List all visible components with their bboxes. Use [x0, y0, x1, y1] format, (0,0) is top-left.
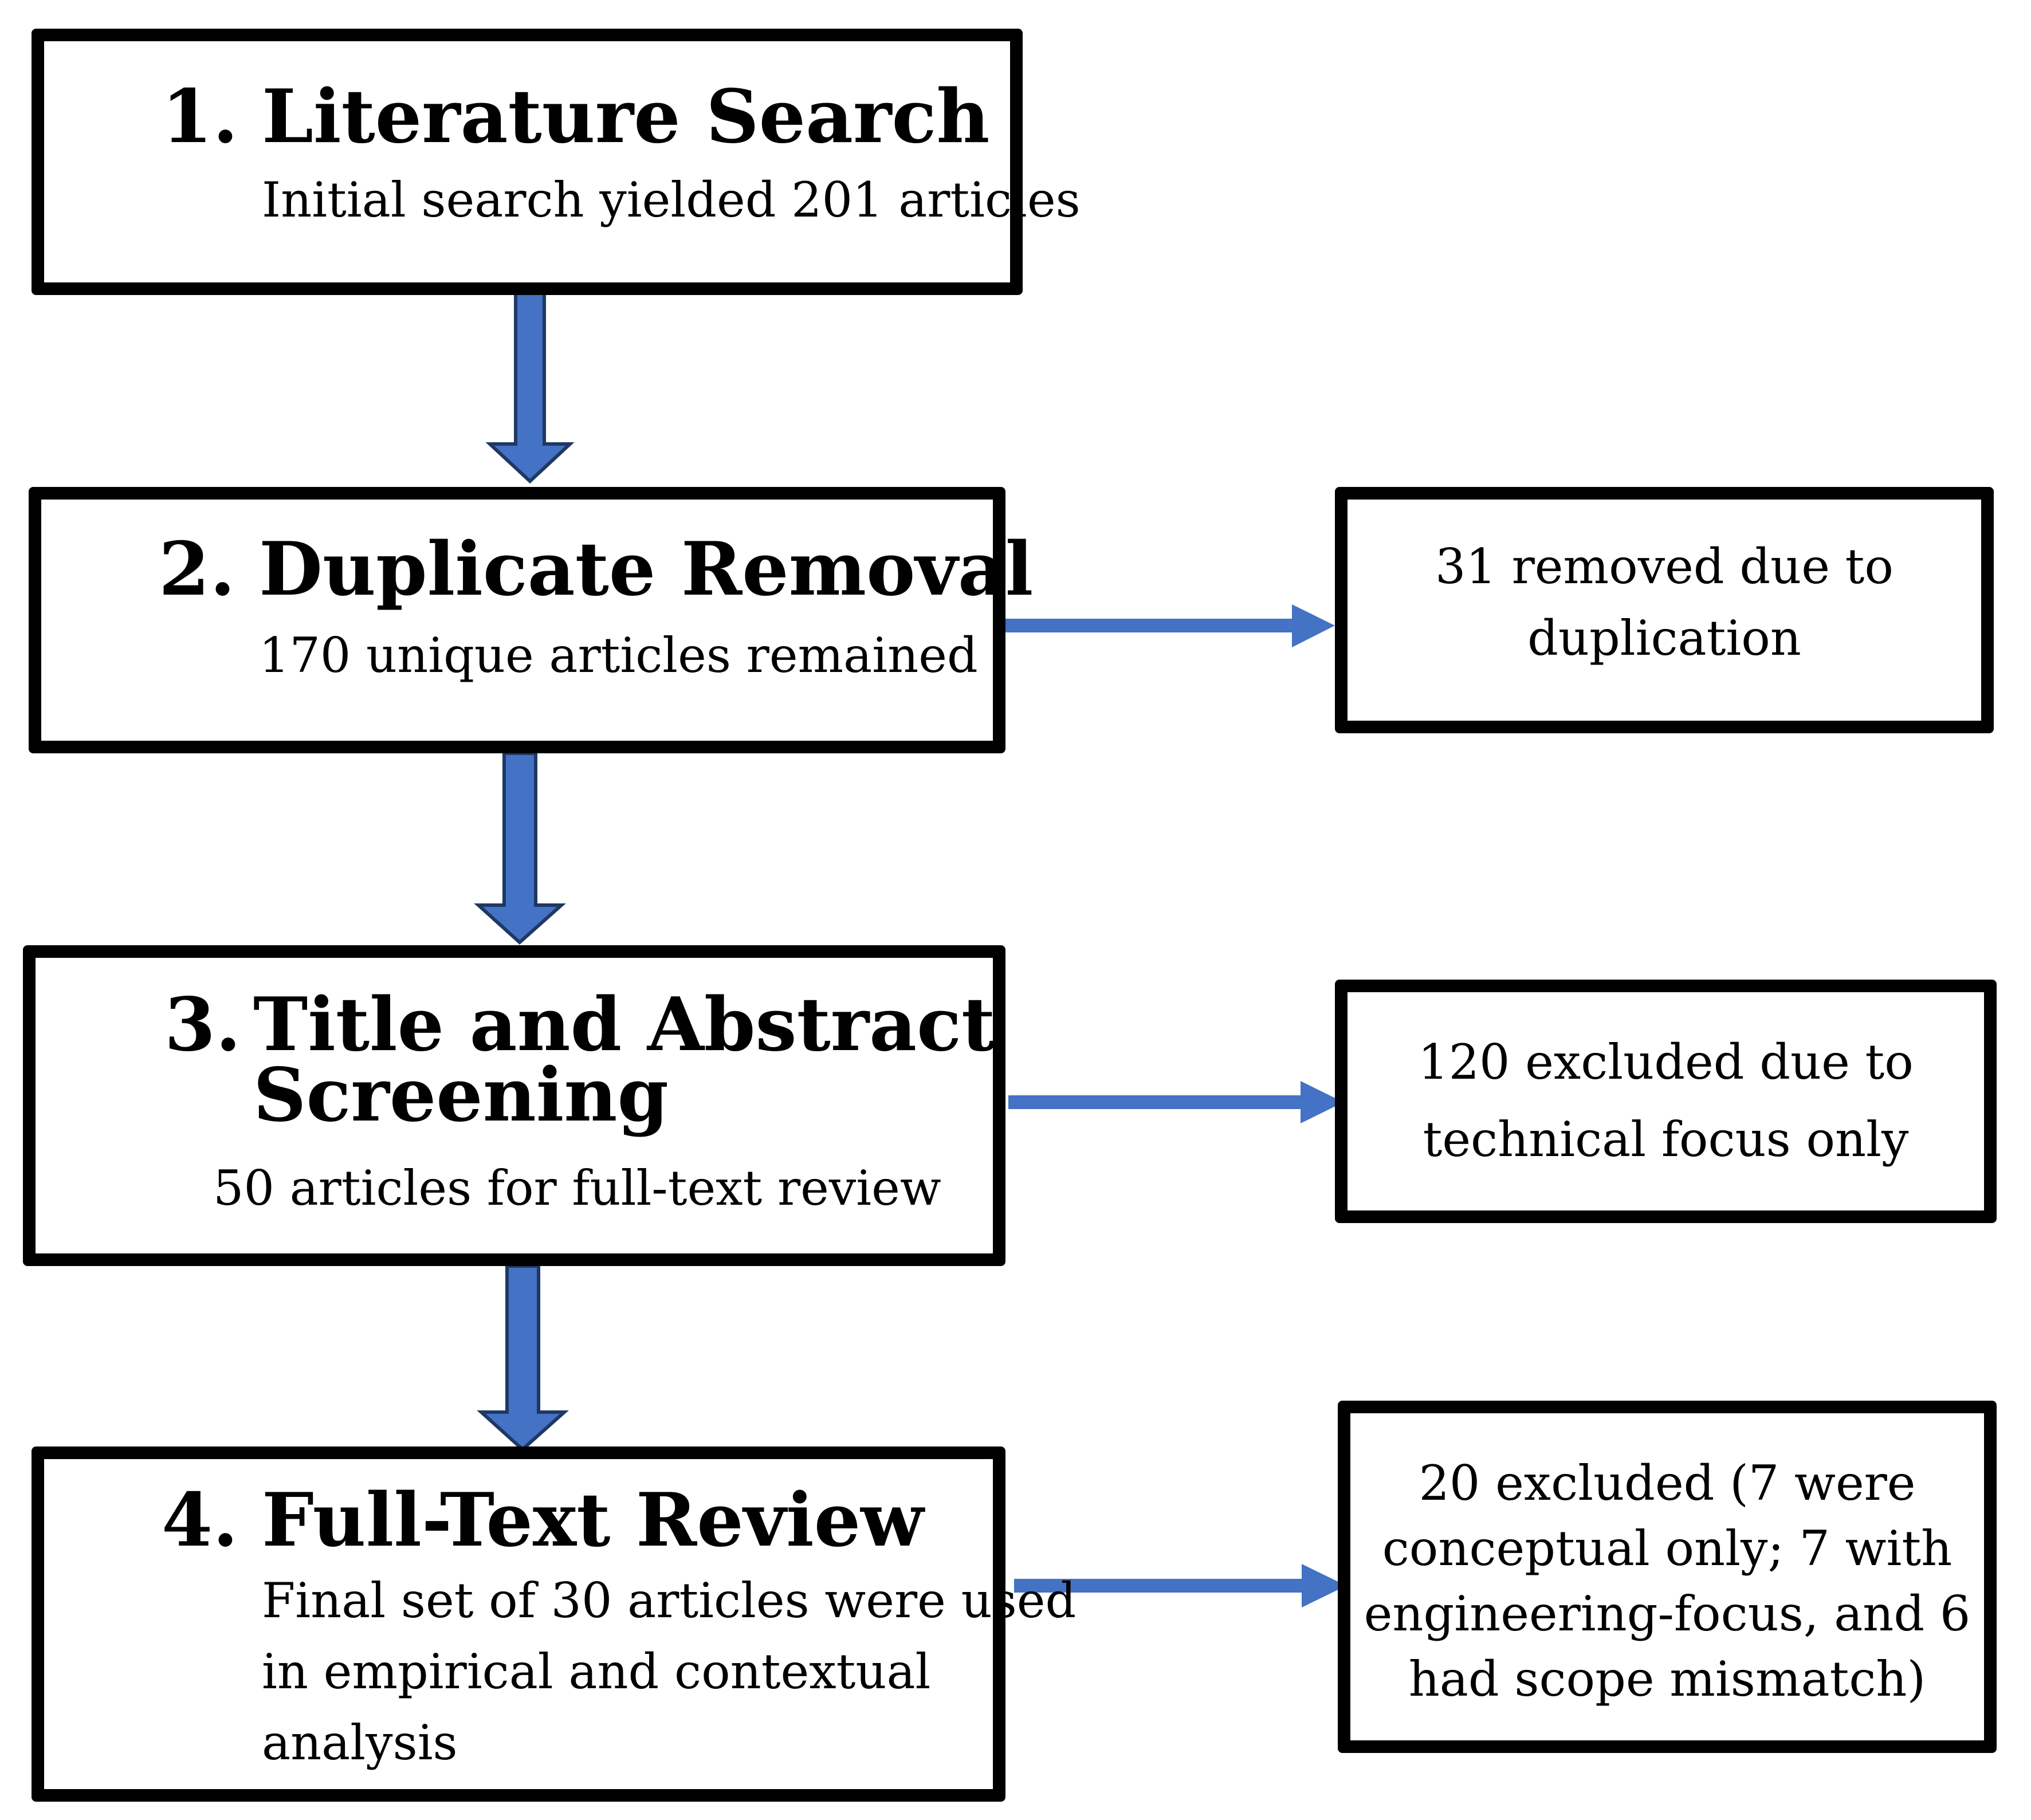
- exclusion-line: had scope mismatch): [1408, 1651, 1926, 1707]
- step-description-line: in empirical and contextual: [262, 1644, 931, 1700]
- step-description: 170 unique articles remained: [259, 627, 978, 683]
- step-title-line2: Screening: [253, 1052, 669, 1138]
- down-arrow-3-4: [477, 1264, 569, 1452]
- right-arrow-2: [1000, 604, 1335, 647]
- exclusion-box-duplicates: 31 removed due to duplication: [1335, 487, 1994, 733]
- step-description-line: Final set of 30 articles were used: [262, 1573, 1077, 1629]
- step-number: 4.: [162, 1477, 238, 1563]
- step-title: Duplicate Removal: [259, 526, 1034, 612]
- exclusion-line: 31 removed due to: [1435, 538, 1893, 595]
- down-arrow-2-3: [474, 752, 566, 945]
- step-description: 50 articles for full-text review: [213, 1160, 941, 1216]
- right-arrow-4: [1014, 1564, 1346, 1607]
- step-number: 1.: [162, 74, 238, 160]
- exclusion-box-full-text: 20 excluded (7 were conceptual only; 7 w…: [1338, 1401, 1997, 1753]
- step-number: 2.: [159, 526, 235, 612]
- exclusion-line: duplication: [1527, 610, 1801, 666]
- step-title: Full-Text Review: [262, 1477, 924, 1563]
- exclusion-box-technical-focus: 120 excluded due to technical focus only: [1335, 980, 1997, 1223]
- exclusion-line: engineering-focus, and 6: [1364, 1586, 1971, 1642]
- right-arrow-3: [1008, 1081, 1343, 1123]
- exclusion-line: technical focus only: [1423, 1111, 1909, 1168]
- step-box-title-abstract-screening: 3. Title and Abstract Screening 50 artic…: [23, 945, 1005, 1266]
- step-box-literature-search: 1. Literature Search Initial search yiel…: [32, 29, 1081, 295]
- step-box-full-text-review: 4. Full-Text Review Final set of 30 arti…: [32, 1446, 1076, 1802]
- step-box-duplicate-removal: 2. Duplicate Removal 170 unique articles…: [29, 487, 1033, 753]
- exclusion-line: 120 excluded due to: [1418, 1034, 1914, 1090]
- step-title: Literature Search: [262, 74, 990, 160]
- step-description: Initial search yielded 201 articles: [262, 172, 1081, 228]
- step-description-line: analysis: [262, 1715, 458, 1771]
- exclusion-line: 20 excluded (7 were: [1419, 1455, 1916, 1511]
- step-title: Title and Abstract: [253, 982, 996, 1068]
- exclusion-line: conceptual only; 7 with: [1382, 1520, 1953, 1577]
- down-arrow-1-2: [485, 290, 575, 484]
- step-number: 3.: [164, 982, 241, 1068]
